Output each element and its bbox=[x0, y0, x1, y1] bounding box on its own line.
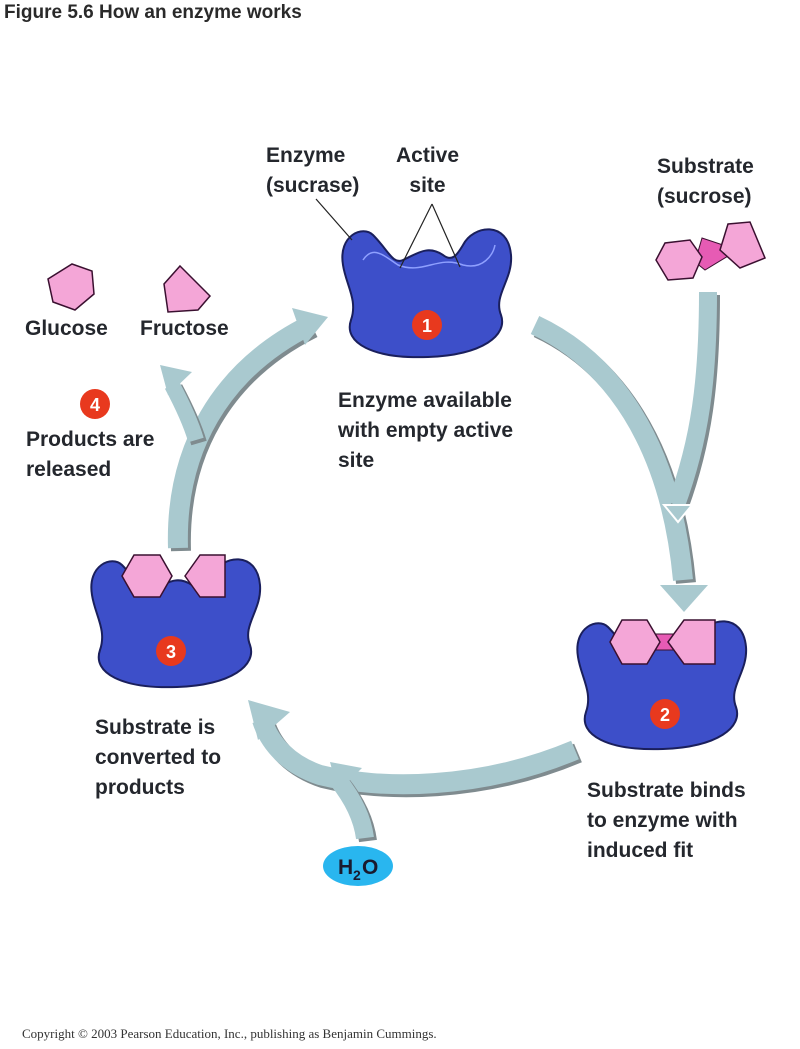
active-site-pointer-left bbox=[399, 203, 433, 269]
figure-title: Figure 5.6 How an enzyme works bbox=[4, 2, 302, 23]
enzyme-pointer-line bbox=[315, 198, 353, 241]
arrowhead-step1 bbox=[292, 308, 328, 345]
svg-text:2: 2 bbox=[353, 867, 361, 883]
arrowhead-step3 bbox=[248, 700, 290, 740]
badge-step1: 1 bbox=[412, 310, 442, 340]
fructose-molecule bbox=[163, 264, 212, 313]
step1-caption: Enzyme available with empty active site bbox=[338, 389, 514, 472]
cycle-arrows bbox=[160, 291, 720, 843]
copyright-notice: Copyright © 2003 Pearson Education, Inc.… bbox=[22, 1026, 437, 1041]
active-site-pointer-right bbox=[431, 203, 461, 268]
svg-text:4: 4 bbox=[90, 395, 100, 415]
substrate-label: Substrate (sucrose) bbox=[657, 155, 754, 208]
svg-text:O: O bbox=[362, 856, 378, 879]
step3-caption: Substrate is converted to products bbox=[95, 716, 222, 799]
glucose-molecule bbox=[47, 263, 95, 311]
arrowhead-step2 bbox=[660, 585, 708, 612]
svg-text:H: H bbox=[338, 856, 353, 879]
step4-caption: Products are released bbox=[26, 428, 155, 481]
enzyme-step3 bbox=[90, 558, 262, 689]
active-site-label: Active site bbox=[396, 144, 460, 197]
enzyme-step1 bbox=[341, 228, 513, 359]
fructose-label: Fructose bbox=[140, 317, 229, 340]
badge-step2: 2 bbox=[650, 699, 680, 729]
enzyme-label: Enzyme (sucrase) bbox=[266, 144, 360, 197]
water-molecule: H 2 O bbox=[323, 846, 393, 886]
svg-text:2: 2 bbox=[660, 705, 670, 725]
arrowhead-products bbox=[160, 365, 192, 395]
badge-step4: 4 bbox=[80, 389, 110, 419]
badge-step3: 3 bbox=[156, 636, 186, 666]
svg-text:3: 3 bbox=[166, 642, 176, 662]
step2-caption: Substrate binds to enzyme with induced f… bbox=[587, 779, 746, 862]
products-bound-step3 bbox=[121, 554, 226, 598]
substrate-bound-step2 bbox=[609, 619, 716, 665]
substrate-sucrose-molecule bbox=[655, 221, 766, 281]
svg-text:1: 1 bbox=[422, 316, 432, 336]
glucose-label: Glucose bbox=[25, 317, 108, 340]
